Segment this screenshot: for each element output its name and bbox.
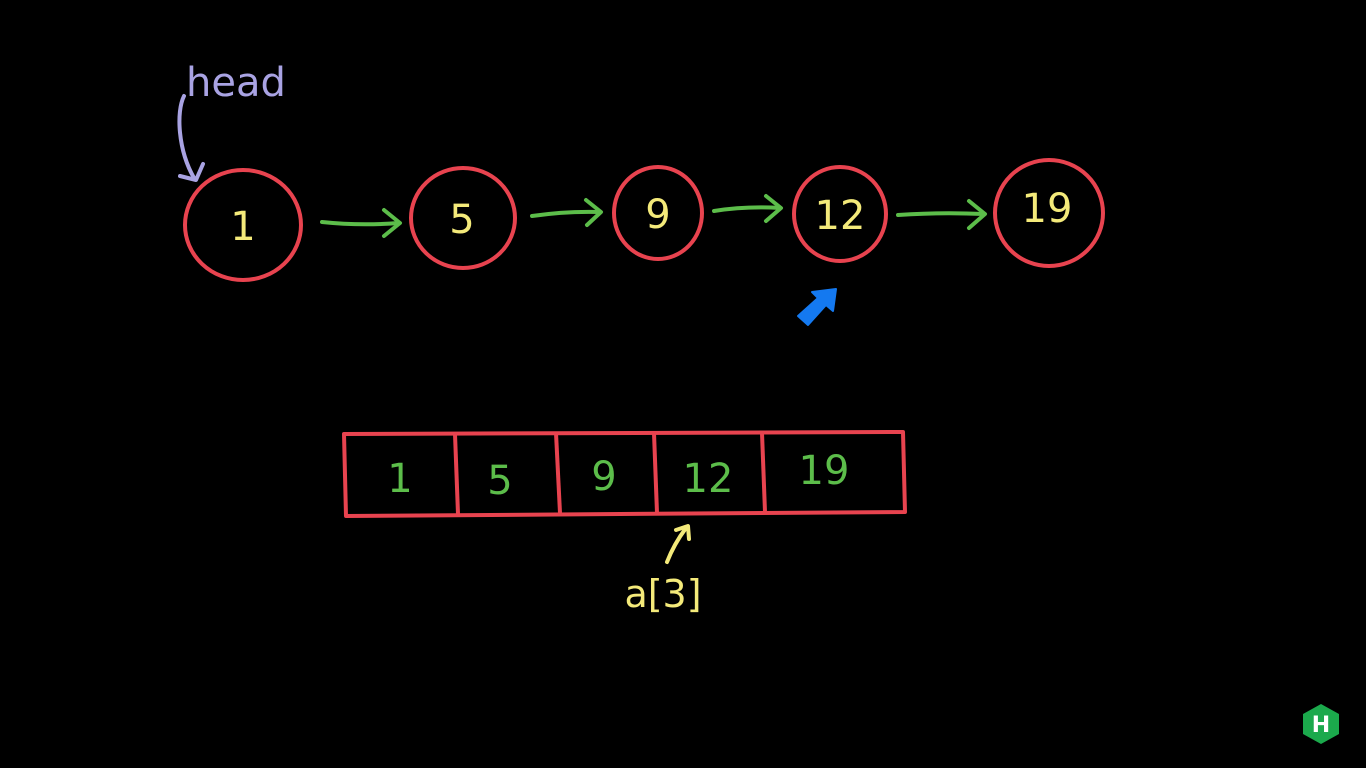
array-cell-value: 9 bbox=[591, 454, 616, 500]
head-pointer-arrowhead bbox=[178, 162, 205, 182]
linked-list-node: 12 bbox=[792, 165, 888, 263]
array-outline bbox=[342, 430, 907, 518]
array-cell-value: 12 bbox=[683, 456, 734, 502]
link-arrow bbox=[712, 194, 783, 223]
node-circle bbox=[409, 166, 517, 270]
index-pointer-arrow bbox=[665, 526, 688, 564]
array-divider bbox=[554, 432, 562, 514]
array-cell-value: 5 bbox=[487, 458, 512, 504]
linked-list-node: 5 bbox=[409, 166, 517, 270]
logo-letter: H bbox=[1312, 713, 1330, 738]
node-value: 19 bbox=[1022, 186, 1073, 232]
linked-list-node: 1 bbox=[183, 168, 303, 282]
array-divider bbox=[652, 432, 659, 514]
linked-list-node: 9 bbox=[612, 165, 704, 261]
array bbox=[342, 430, 907, 518]
array-cell-value: 19 bbox=[799, 448, 850, 494]
array-divider bbox=[453, 433, 460, 515]
node-value: 5 bbox=[449, 197, 474, 243]
node-circle bbox=[612, 165, 704, 261]
node-circle bbox=[792, 165, 888, 263]
node-value: 12 bbox=[815, 193, 866, 239]
link-arrow bbox=[896, 199, 987, 230]
link-arrow bbox=[530, 198, 603, 227]
head-pointer-arrow bbox=[177, 94, 196, 180]
node-value: 1 bbox=[230, 204, 255, 250]
hackerrank-hexagon-icon: H bbox=[1303, 704, 1339, 744]
node-circle bbox=[993, 158, 1105, 268]
index-label: a[3] bbox=[624, 572, 701, 616]
node-value: 9 bbox=[645, 192, 670, 238]
pointer-arrow-icon bbox=[797, 288, 837, 326]
node-circle bbox=[183, 168, 303, 282]
linked-list-node: 19 bbox=[993, 158, 1105, 268]
array-cell-value: 1 bbox=[387, 456, 412, 502]
array-divider bbox=[760, 432, 767, 513]
link-arrow bbox=[320, 208, 402, 238]
index-pointer-arrowhead bbox=[674, 524, 691, 541]
head-label: head bbox=[186, 60, 286, 106]
